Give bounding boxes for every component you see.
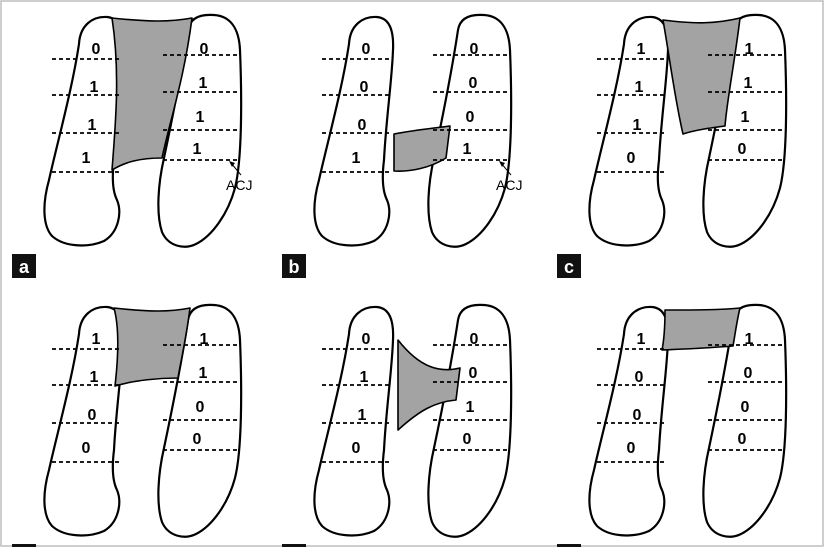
left-score-1: 1 xyxy=(637,41,646,58)
left-tooth-outline xyxy=(313,305,395,537)
interproximal-region xyxy=(111,17,193,171)
left-score-3: 0 xyxy=(88,407,97,424)
right-score-2: 1 xyxy=(199,75,208,92)
right-score-3: 0 xyxy=(196,399,205,416)
acj-arrowhead xyxy=(499,161,505,167)
right-score-4: 1 xyxy=(193,141,202,158)
right-score-3: 1 xyxy=(466,399,475,416)
panel-label: a xyxy=(19,257,30,277)
acj-label: ACJ xyxy=(226,177,252,193)
right-score-1: 0 xyxy=(470,41,479,58)
left-score-2: 0 xyxy=(635,369,644,386)
left-score-2: 1 xyxy=(90,79,99,96)
panel-label-box xyxy=(557,254,581,278)
left-score-1: 0 xyxy=(92,41,101,58)
panel-e: 01100010e xyxy=(282,303,513,547)
left-score-1: 1 xyxy=(92,331,101,348)
left-score-2: 1 xyxy=(360,369,369,386)
left-tooth-outline xyxy=(588,305,670,537)
panel-label-box xyxy=(282,544,306,547)
panel-label-box xyxy=(557,544,581,547)
acj-label: ACJ xyxy=(496,177,522,193)
interproximal-region xyxy=(113,307,191,387)
left-score-3: 1 xyxy=(633,117,642,134)
left-score-3: 1 xyxy=(358,407,367,424)
right-score-4: 0 xyxy=(463,431,472,448)
panel-label-box xyxy=(12,544,36,547)
interproximal-region xyxy=(662,17,741,135)
right-score-2: 0 xyxy=(469,365,478,382)
panel-label-box xyxy=(282,254,306,278)
left-score-4: 0 xyxy=(352,440,361,457)
left-score-1: 1 xyxy=(637,331,646,348)
left-score-2: 0 xyxy=(360,79,369,96)
panel-label-box xyxy=(12,254,36,278)
right-score-4: 0 xyxy=(193,431,202,448)
right-score-1: 1 xyxy=(745,331,754,348)
acj-arrowhead xyxy=(229,161,235,167)
left-tooth-outline xyxy=(313,15,395,247)
right-score-4: 1 xyxy=(463,141,472,158)
interproximal-region xyxy=(661,307,741,351)
right-score-3: 0 xyxy=(741,399,750,416)
left-score-1: 0 xyxy=(362,41,371,58)
panel-label: b xyxy=(289,257,300,277)
right-score-4: 0 xyxy=(738,141,747,158)
panel-f: 10001000f xyxy=(557,303,788,547)
right-score-3: 1 xyxy=(741,109,750,126)
right-score-2: 0 xyxy=(744,365,753,382)
right-score-1: 1 xyxy=(200,331,209,348)
right-score-2: 0 xyxy=(469,75,478,92)
right-score-1: 0 xyxy=(470,331,479,348)
panel-d: 11001100d xyxy=(12,303,243,547)
left-score-4: 0 xyxy=(82,440,91,457)
left-score-3: 1 xyxy=(88,117,97,134)
right-score-1: 1 xyxy=(745,41,754,58)
interproximal-region xyxy=(397,339,461,431)
left-score-2: 1 xyxy=(90,369,99,386)
right-score-3: 1 xyxy=(196,109,205,126)
right-score-3: 0 xyxy=(466,109,475,126)
left-score-4: 0 xyxy=(627,150,636,167)
left-score-4: 1 xyxy=(352,150,361,167)
right-score-2: 1 xyxy=(199,365,208,382)
left-score-4: 0 xyxy=(627,440,636,457)
right-score-2: 1 xyxy=(744,75,753,92)
left-score-3: 0 xyxy=(358,117,367,134)
right-score-4: 0 xyxy=(738,431,747,448)
panel-label: c xyxy=(564,257,574,277)
left-score-3: 0 xyxy=(633,407,642,424)
left-score-2: 1 xyxy=(635,79,644,96)
panel-c: 1 1 1 0 1 1 1 0 c xyxy=(557,13,788,278)
right-score-1: 0 xyxy=(200,41,209,58)
left-score-4: 1 xyxy=(82,150,91,167)
left-score-1: 0 xyxy=(362,331,371,348)
